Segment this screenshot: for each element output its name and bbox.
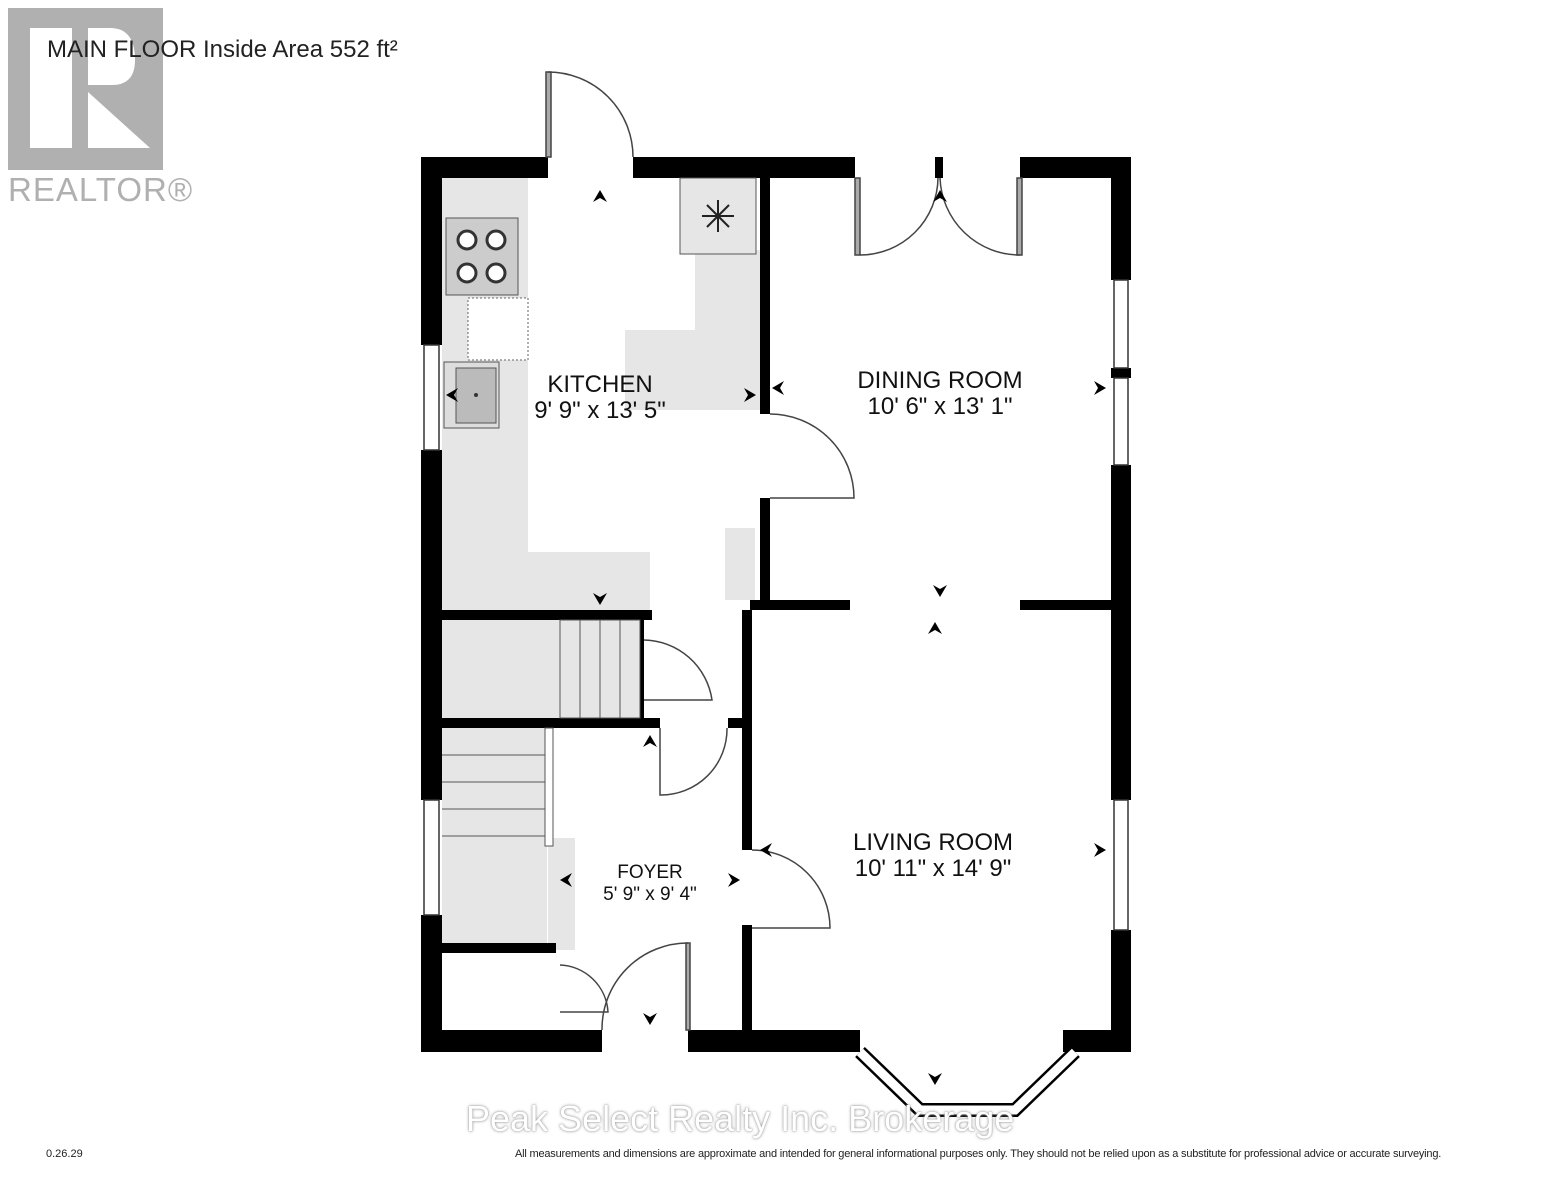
stairs xyxy=(442,619,641,847)
room-dining: DINING ROOM 10' 6" x 13' 1" xyxy=(857,368,1022,420)
realtor-logo xyxy=(8,8,163,170)
floor-title: MAIN FLOOR Inside Area 552 ft² xyxy=(47,36,398,63)
room-name: KITCHEN xyxy=(547,371,653,398)
room-kitchen: KITCHEN 9' 9" x 13' 5" xyxy=(534,372,666,424)
room-dims: 9' 9" x 13' 5" xyxy=(534,397,666,424)
room-dims: 10' 6" x 13' 1" xyxy=(867,393,1013,420)
room-living: LIVING ROOM 10' 11" x 14' 9" xyxy=(853,830,1013,882)
dishwasher-icon xyxy=(467,297,529,361)
room-name: FOYER xyxy=(617,862,683,883)
realtor-logo-text: REALTOR® xyxy=(8,171,194,208)
brokerage-watermark: Peak Select Realty Inc. Brokerage xyxy=(466,1098,1015,1139)
doors xyxy=(545,71,1023,1031)
room-dims: 10' 11" x 14' 9" xyxy=(854,855,1012,882)
version-label: 0.26.29 xyxy=(46,1148,83,1160)
refrigerator-icon xyxy=(679,177,757,255)
disclaimer: All measurements and dimensions are appr… xyxy=(515,1148,1442,1160)
room-dims: 5' 9" x 9' 4" xyxy=(603,884,697,905)
room-name: LIVING ROOM xyxy=(852,829,1014,856)
windows xyxy=(423,279,1129,1117)
stove-icon xyxy=(445,217,519,296)
room-foyer: FOYER 5' 9" x 9' 4" xyxy=(603,862,697,906)
room-name: DINING ROOM xyxy=(857,367,1023,394)
walls xyxy=(421,157,1131,1052)
entry-arrows xyxy=(446,190,1106,1085)
